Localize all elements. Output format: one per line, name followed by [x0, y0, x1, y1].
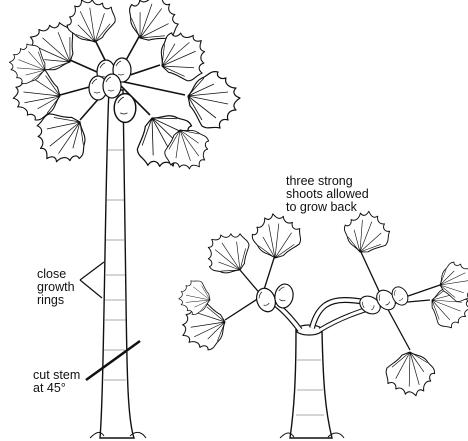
pruned-tree-trunk — [280, 325, 344, 438]
label-line: rings — [37, 294, 75, 307]
label-line: at 45° — [33, 382, 80, 395]
label-cut-stem: cut stem at 45° — [33, 369, 80, 395]
label-close-growth-rings: close growth rings — [37, 268, 75, 307]
label-three-strong-shoots: three strong shoots allowed to grow back — [286, 175, 369, 214]
growth-rings-pointer — [80, 262, 104, 298]
pruned-papaya-tree — [174, 208, 468, 438]
tall-tree-trunk — [90, 90, 146, 438]
label-line: to grow back — [286, 201, 369, 214]
